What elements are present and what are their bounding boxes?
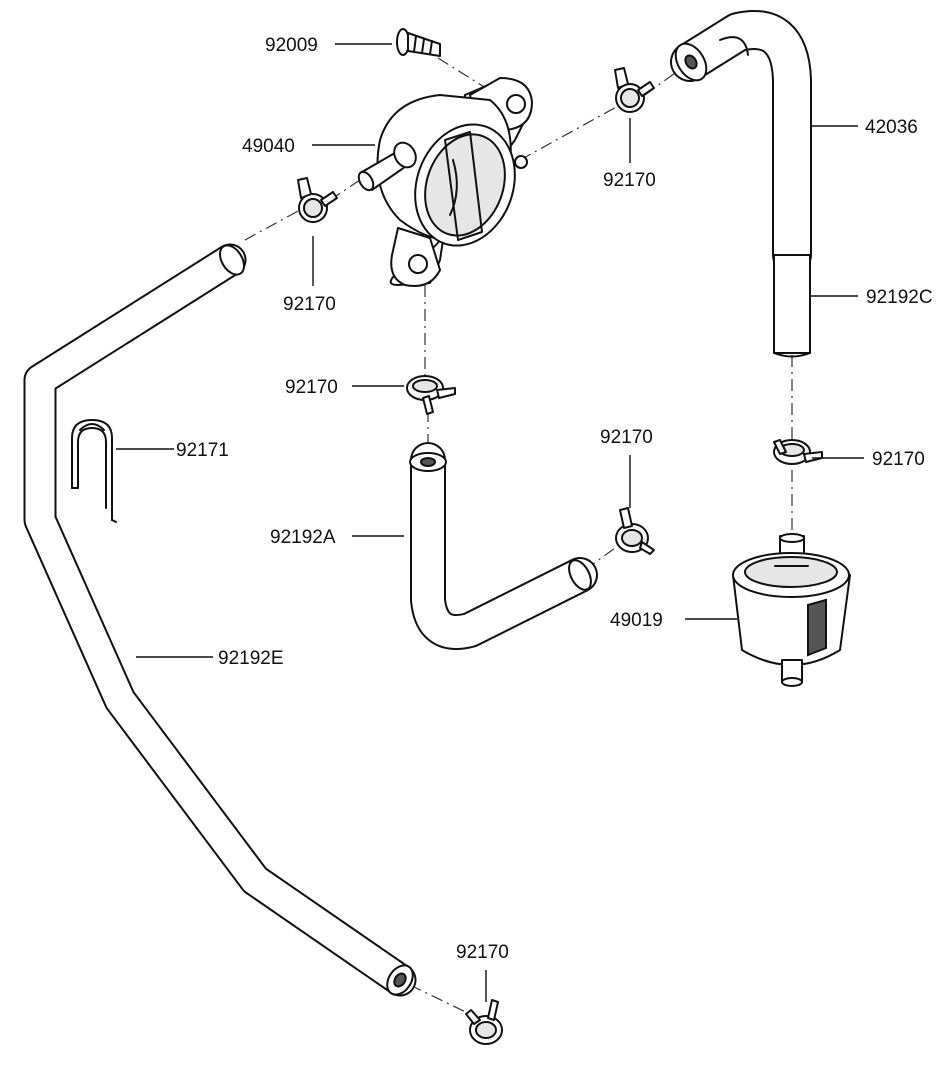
hose-42036 bbox=[670, 10, 812, 275]
label-92192e: 92192E bbox=[218, 648, 284, 669]
label-49019: 49019 bbox=[610, 610, 663, 631]
label-92170-long-end: 92170 bbox=[456, 942, 509, 963]
clip-92171 bbox=[71, 419, 117, 523]
fuel-filter-49019 bbox=[732, 533, 851, 687]
fuel-cock-49040 bbox=[357, 77, 533, 287]
label-92192a: 92192A bbox=[270, 527, 336, 548]
label-42036: 42036 bbox=[865, 117, 918, 138]
label-49040: 49040 bbox=[242, 136, 295, 157]
clamp-filter-top bbox=[773, 439, 823, 465]
clamp-cock-bottom bbox=[406, 375, 456, 415]
clamp-cock-inlet bbox=[614, 67, 655, 113]
label-92170-cock-bottom: 92170 bbox=[285, 377, 338, 398]
leader-lines bbox=[116, 43, 864, 1002]
screw-92009 bbox=[396, 28, 441, 57]
hose-guard-92192c bbox=[773, 254, 811, 358]
label-92170-filter-top: 92170 bbox=[872, 449, 925, 470]
label-92009: 92009 bbox=[265, 35, 318, 56]
clamp-cock-outlet bbox=[297, 177, 338, 223]
hose-long-92192e bbox=[23, 243, 417, 997]
label-92171: 92171 bbox=[176, 440, 229, 461]
label-92170-elbow: 92170 bbox=[600, 427, 653, 448]
label-92192c: 92192C bbox=[866, 287, 933, 308]
label-92170-cock-inlet: 92170 bbox=[603, 170, 656, 191]
clamp-elbow bbox=[615, 507, 655, 555]
hose-elbow-92192a bbox=[409, 442, 598, 650]
clamp-long-end bbox=[465, 999, 503, 1045]
label-92170-cock-outlet: 92170 bbox=[283, 294, 336, 315]
part-labels: 92009 49040 92170 42036 92170 92192C 921… bbox=[176, 35, 933, 963]
